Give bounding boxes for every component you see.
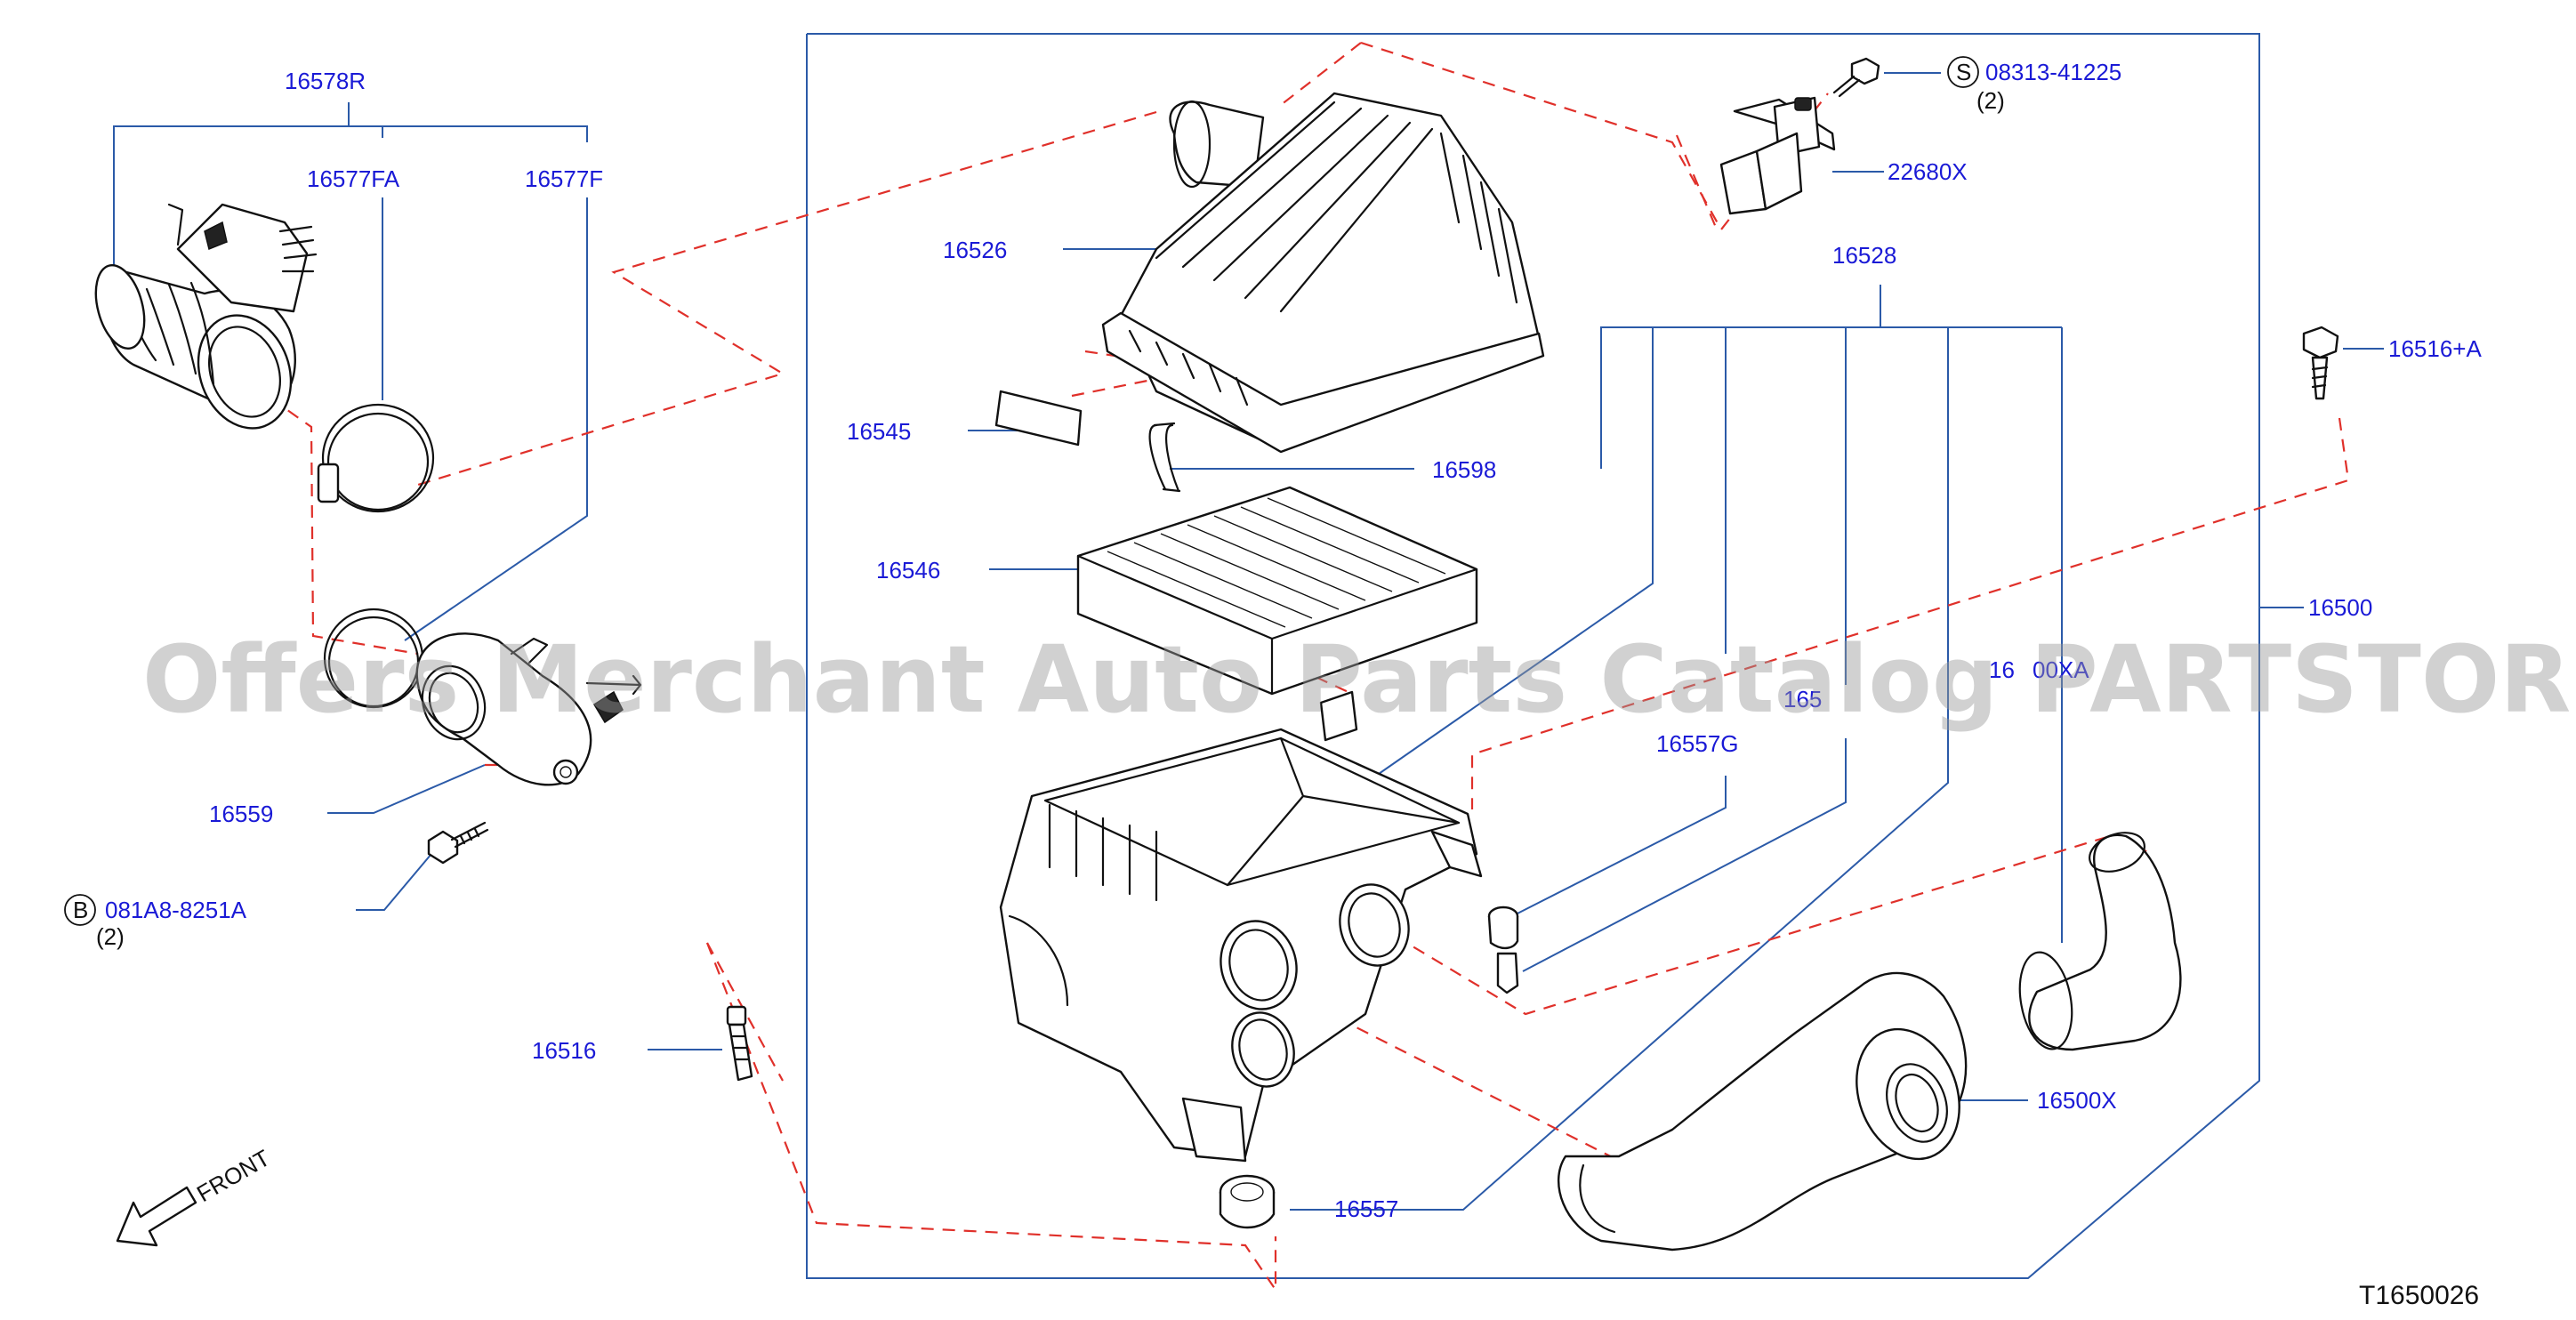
label-16577FA: 16577FA (307, 165, 400, 192)
leader-16559 (327, 764, 486, 814)
label-16557: 16557 (1334, 1195, 1398, 1222)
screw-08313 (1832, 57, 1880, 98)
label-16526: 16526 (943, 237, 1007, 263)
grommet-16557 (1219, 1174, 1276, 1229)
leader-16528 (1600, 326, 2062, 469)
air-duct-adapter-16559 (415, 632, 642, 786)
clip-16598 (1148, 422, 1181, 493)
label-16557G: 16557G (1656, 730, 1739, 757)
label-16546: 16546 (876, 557, 940, 584)
leader-16557G (1511, 776, 1727, 917)
label-16500XA-tail: 00XA (2033, 656, 2089, 683)
label-22680X: 22680X (1888, 158, 1968, 185)
leader-16577F (404, 197, 588, 641)
diagram-id: T1650026 (2359, 1281, 2479, 1310)
label-16559: 16559 (209, 801, 273, 827)
standard-part-symbol-b (64, 894, 96, 926)
bolt-081A8 (427, 821, 489, 865)
label-16577F: 16577F (525, 165, 603, 192)
frame-16500 (806, 33, 2260, 1279)
label-16516A: 16516+A (2388, 335, 2482, 362)
elbow-duct-16500XA (2018, 832, 2182, 1051)
label-16500: 16500 (2308, 594, 2372, 621)
symbol-b-letter: B (73, 897, 88, 923)
label-16500XA-obscured: 16 (1989, 656, 2015, 683)
label-081A8: 081A8-8251A (105, 897, 247, 923)
air-filter-element-16546 (1076, 486, 1478, 696)
leader-081A8 (356, 853, 432, 911)
standard-part-symbol-s (1947, 56, 1979, 88)
label-08313: 08313-41225 (1985, 59, 2121, 85)
label-16578R: 16578R (285, 68, 366, 94)
front-label: FRONT (192, 1144, 275, 1207)
label-16516: 16516 (532, 1037, 596, 1064)
watermark-text: Offers Merchant Auto Parts Catalog PARTS… (142, 625, 2576, 734)
seal-strip-16545 (994, 390, 1083, 447)
bolt-16516 (726, 1005, 753, 1082)
label-16500X: 16500X (2037, 1087, 2117, 1114)
label-16598: 16598 (1432, 456, 1496, 483)
label-16557-obscured: 165 (1783, 686, 1822, 712)
part-labels: 16578R 16577FA 16577F 16526 16545 16598 … (64, 56, 2482, 1310)
label-081A8-qty: (2) (96, 923, 125, 950)
intake-duct-hose (94, 203, 318, 430)
label-16528: 16528 (1832, 242, 1896, 269)
air-cleaner-upper-cover-16526 (1101, 92, 1545, 454)
air-cleaner-body-16528 (999, 690, 1483, 1163)
leader-16578R (113, 125, 588, 267)
symbol-s-letter: S (1956, 59, 1971, 85)
bolt-16516A (2302, 326, 2339, 400)
front-arrow (116, 1186, 197, 1247)
mass-airflow-sensor-22680X (1719, 96, 1836, 215)
leader-lines (113, 33, 2384, 1279)
label-16545: 16545 (847, 418, 911, 445)
hose-clamp-16577FA (317, 403, 435, 513)
grommet-obscured (1496, 952, 1519, 994)
label-08313-qty: (2) (1976, 87, 2005, 114)
grommet-16557G (1487, 905, 1519, 950)
resonator-duct-16500X (1557, 971, 1968, 1252)
